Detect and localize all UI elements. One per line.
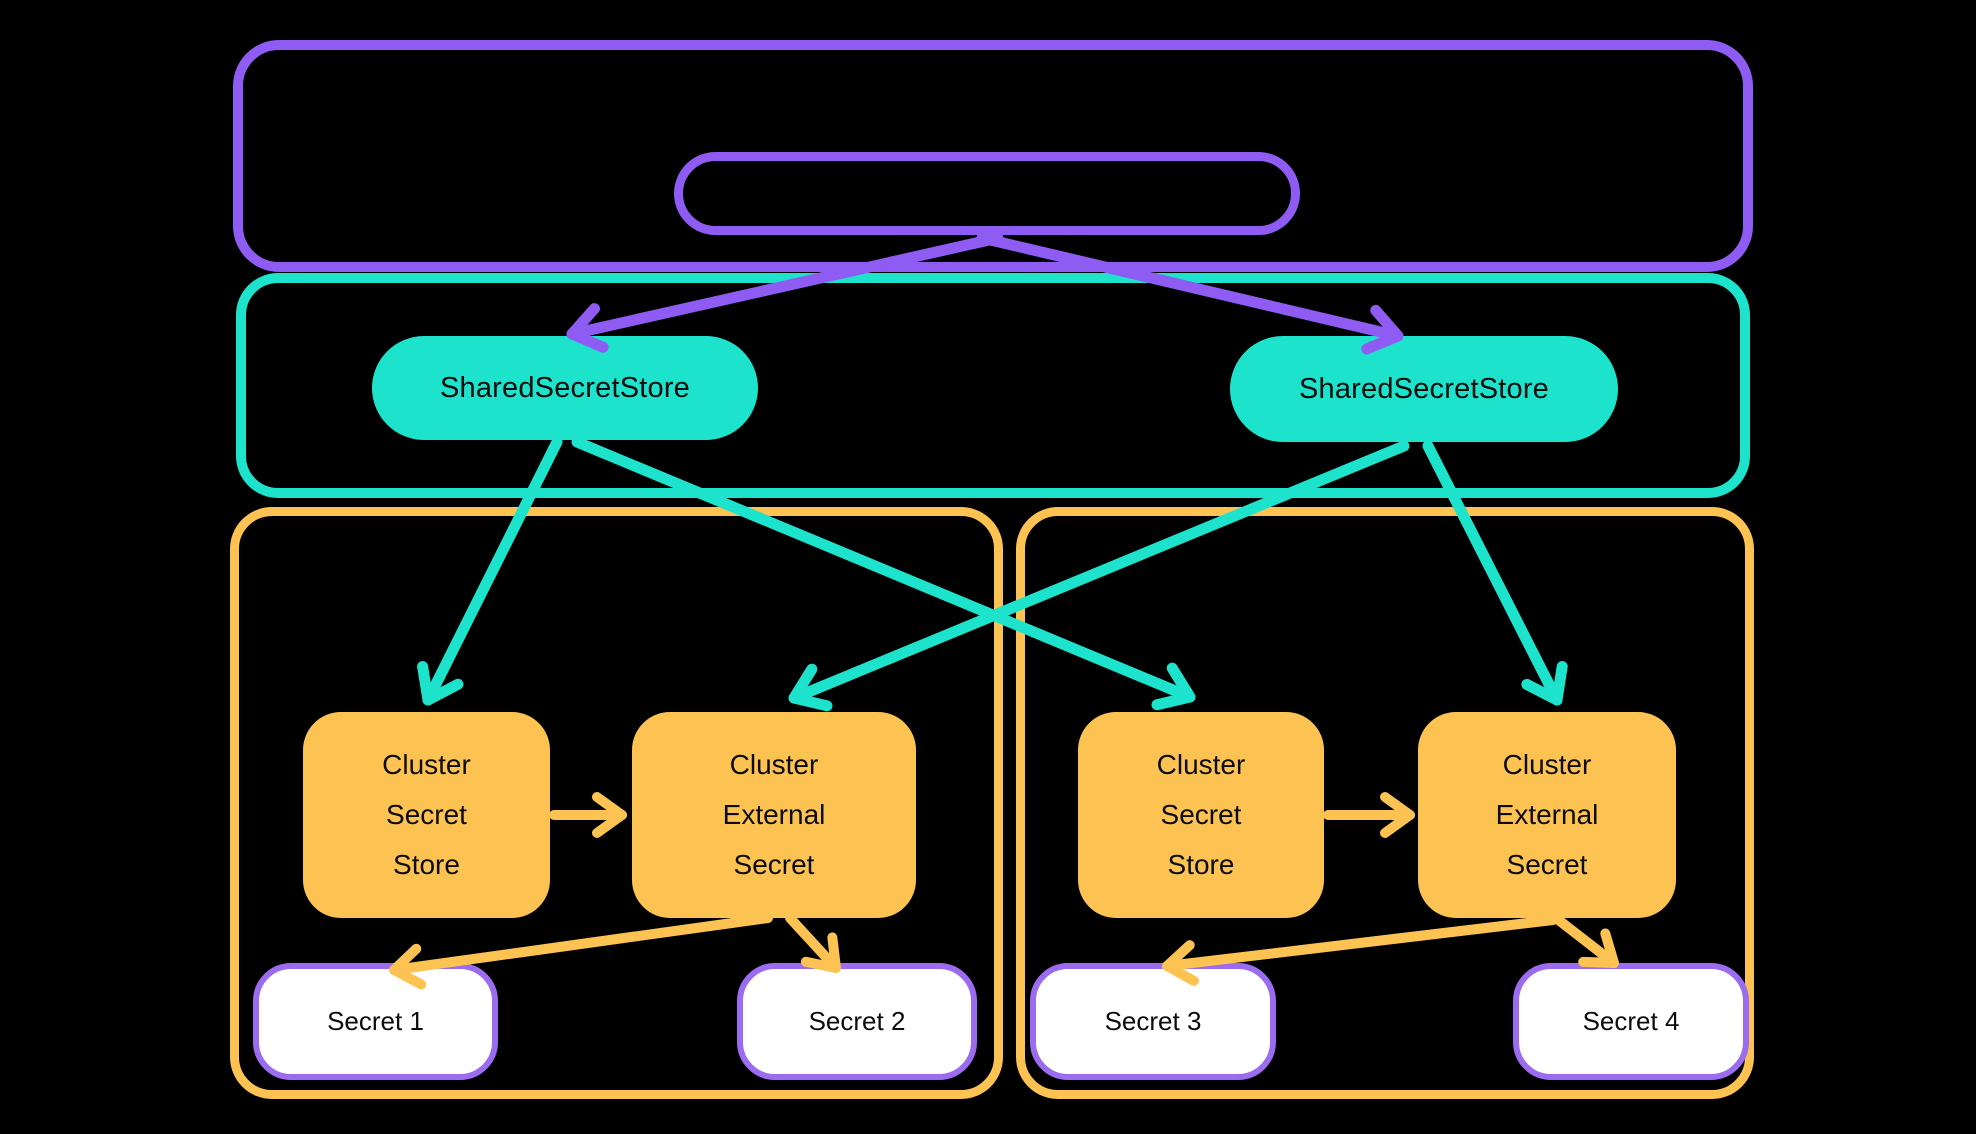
cluster-secret-store-right: Cluster Secret Store	[1078, 712, 1324, 918]
cluster-external-secret-left: Cluster External Secret	[632, 712, 916, 918]
secret-3-label: Secret 3	[1104, 1006, 1202, 1036]
secret-4-label: Secret 4	[1582, 1006, 1680, 1036]
shared-secret-store-right-label: SharedSecretStore	[1298, 372, 1550, 405]
secret-4: Secret 4	[1513, 963, 1749, 1080]
secret-2: Secret 2	[737, 963, 977, 1080]
cluster-external-secret-right: Cluster External Secret	[1418, 712, 1676, 918]
controller-pill	[674, 152, 1300, 235]
secret-3: Secret 3	[1030, 963, 1276, 1080]
secret-2-label: Secret 2	[808, 1006, 906, 1036]
shared-secret-store-left: SharedSecretStore	[372, 336, 758, 440]
shared-secret-store-left-label: SharedSecretStore	[439, 371, 691, 404]
cluster-external-secret-right-label: Cluster External Secret	[1495, 749, 1599, 880]
shared-secret-store-right: SharedSecretStore	[1230, 336, 1618, 442]
cluster-secret-store-right-label: Cluster Secret Store	[1156, 749, 1246, 880]
secret-1-label: Secret 1	[327, 1006, 424, 1036]
cluster-secret-store-left-label: Cluster Secret Store	[382, 749, 471, 880]
cluster-external-secret-left-label: Cluster External Secret	[722, 749, 826, 880]
cluster-secret-store-left: Cluster Secret Store	[303, 712, 550, 918]
secret-1: Secret 1	[253, 963, 498, 1080]
